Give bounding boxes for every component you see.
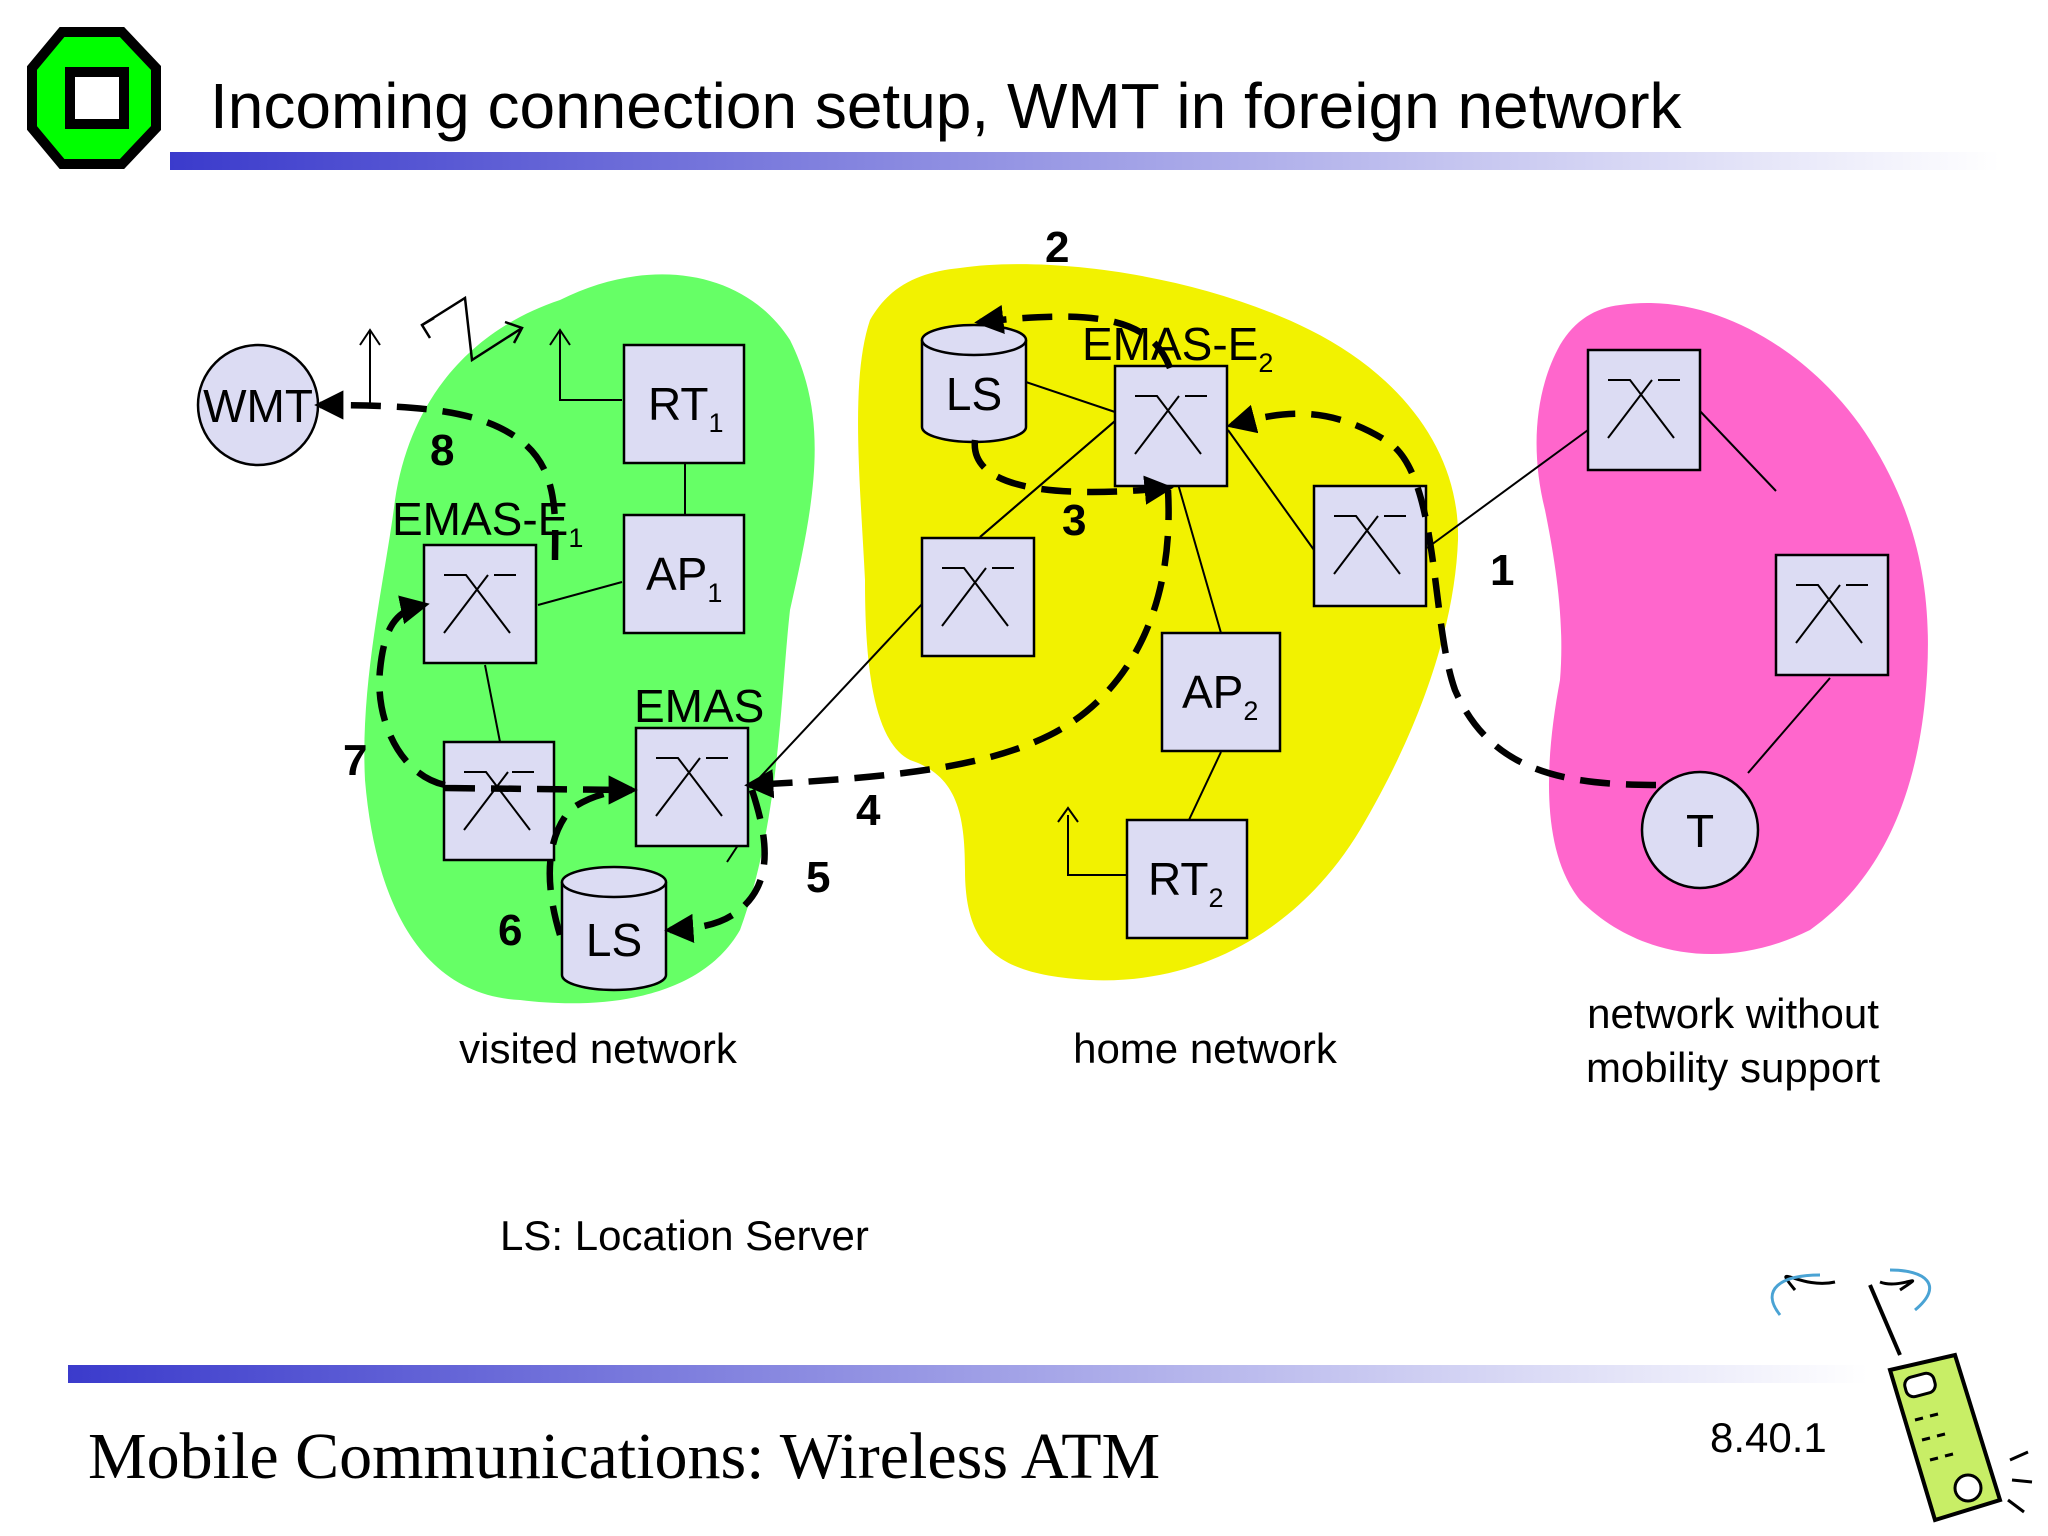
step-2-label: 2	[1045, 223, 1069, 272]
visited-network-caption: visited network	[459, 1025, 738, 1072]
visited-switch	[442, 740, 556, 862]
ap2-node: AP2	[1160, 631, 1282, 753]
home-network-region	[858, 264, 1459, 981]
flow-step-7	[376, 605, 631, 794]
t-label: T	[1686, 805, 1714, 857]
svg-text:AP2: AP2	[1182, 666, 1258, 726]
footer-bar	[68, 1365, 1868, 1383]
wmt-label: WMT	[203, 380, 313, 432]
ls-database-visited: LS	[560, 865, 668, 992]
switch-icon	[422, 348, 1890, 862]
rt2-node: RT2	[1125, 818, 1249, 940]
step-7-label: 7	[343, 736, 367, 785]
slide-number: 8.40.1	[1710, 1414, 1827, 1461]
mobile-phone-icon	[1770, 1268, 2033, 1523]
rt1-label: RT	[648, 378, 709, 430]
ap2-sub: 2	[1243, 696, 1258, 726]
step-5-label: 5	[806, 853, 830, 902]
svg-text:AP1: AP1	[646, 548, 722, 608]
t-node: T	[1640, 770, 1760, 890]
rt2-label: RT	[1148, 853, 1209, 905]
ls-home-label: LS	[946, 368, 1002, 420]
foreign-switch-top	[1586, 348, 1702, 472]
footer-course-title: Mobile Communications: Wireless ATM	[88, 1420, 1160, 1493]
step-8-label: 8	[430, 426, 454, 475]
legend-text: LS: Location Server	[500, 1212, 869, 1259]
step-3-label: 3	[1062, 496, 1086, 545]
flow-step-2	[974, 304, 1174, 370]
university-logo-icon	[27, 27, 161, 169]
svg-text:RT1: RT1	[648, 378, 724, 438]
title-underline-bar	[170, 152, 2000, 170]
ap1-sub: 1	[707, 578, 722, 608]
home-network-caption: home network	[1073, 1025, 1338, 1072]
flow-step-4	[744, 489, 1172, 799]
rt1-node: RT1	[622, 343, 746, 465]
home-switch-left	[920, 536, 1036, 658]
step-6-label: 6	[498, 906, 522, 955]
signalling-flow	[314, 304, 1657, 944]
emas-e1-label: EMAS-E1	[392, 493, 583, 553]
emas-e2-switch	[1113, 364, 1229, 488]
emas-switch	[634, 726, 750, 848]
ap2-label: AP	[1182, 666, 1243, 718]
foreign-network-caption-line2: mobility support	[1586, 1044, 1880, 1091]
ls-database-home: LS	[920, 323, 1028, 444]
home-switch-right	[1312, 484, 1428, 608]
foreign-switch-right	[1774, 553, 1890, 677]
foreign-network-caption-line1: network without	[1587, 990, 1879, 1037]
emas-label: EMAS	[634, 680, 764, 732]
wmt-node: WMT	[196, 343, 320, 467]
emas-e2-label: EMAS-E2	[1082, 318, 1273, 378]
flow-step-1	[1226, 404, 1657, 789]
step-4-label: 4	[856, 786, 881, 835]
flow-step-5	[664, 788, 768, 944]
svg-text:RT2: RT2	[1148, 853, 1224, 913]
rt1-sub: 1	[709, 408, 724, 438]
slide-title: Incoming connection setup, WMT in foreig…	[210, 70, 1683, 142]
antenna-icon	[359, 328, 1127, 876]
emas-e1-switch	[422, 543, 538, 665]
ap1-label: AP	[646, 548, 707, 600]
radio-signal-icon	[420, 295, 524, 363]
ls-visited-label: LS	[586, 914, 642, 966]
step-1-label: 1	[1490, 546, 1514, 595]
ap1-node: AP1	[622, 513, 746, 635]
rt2-sub: 2	[1209, 883, 1224, 913]
flow-step-3	[971, 439, 1174, 505]
